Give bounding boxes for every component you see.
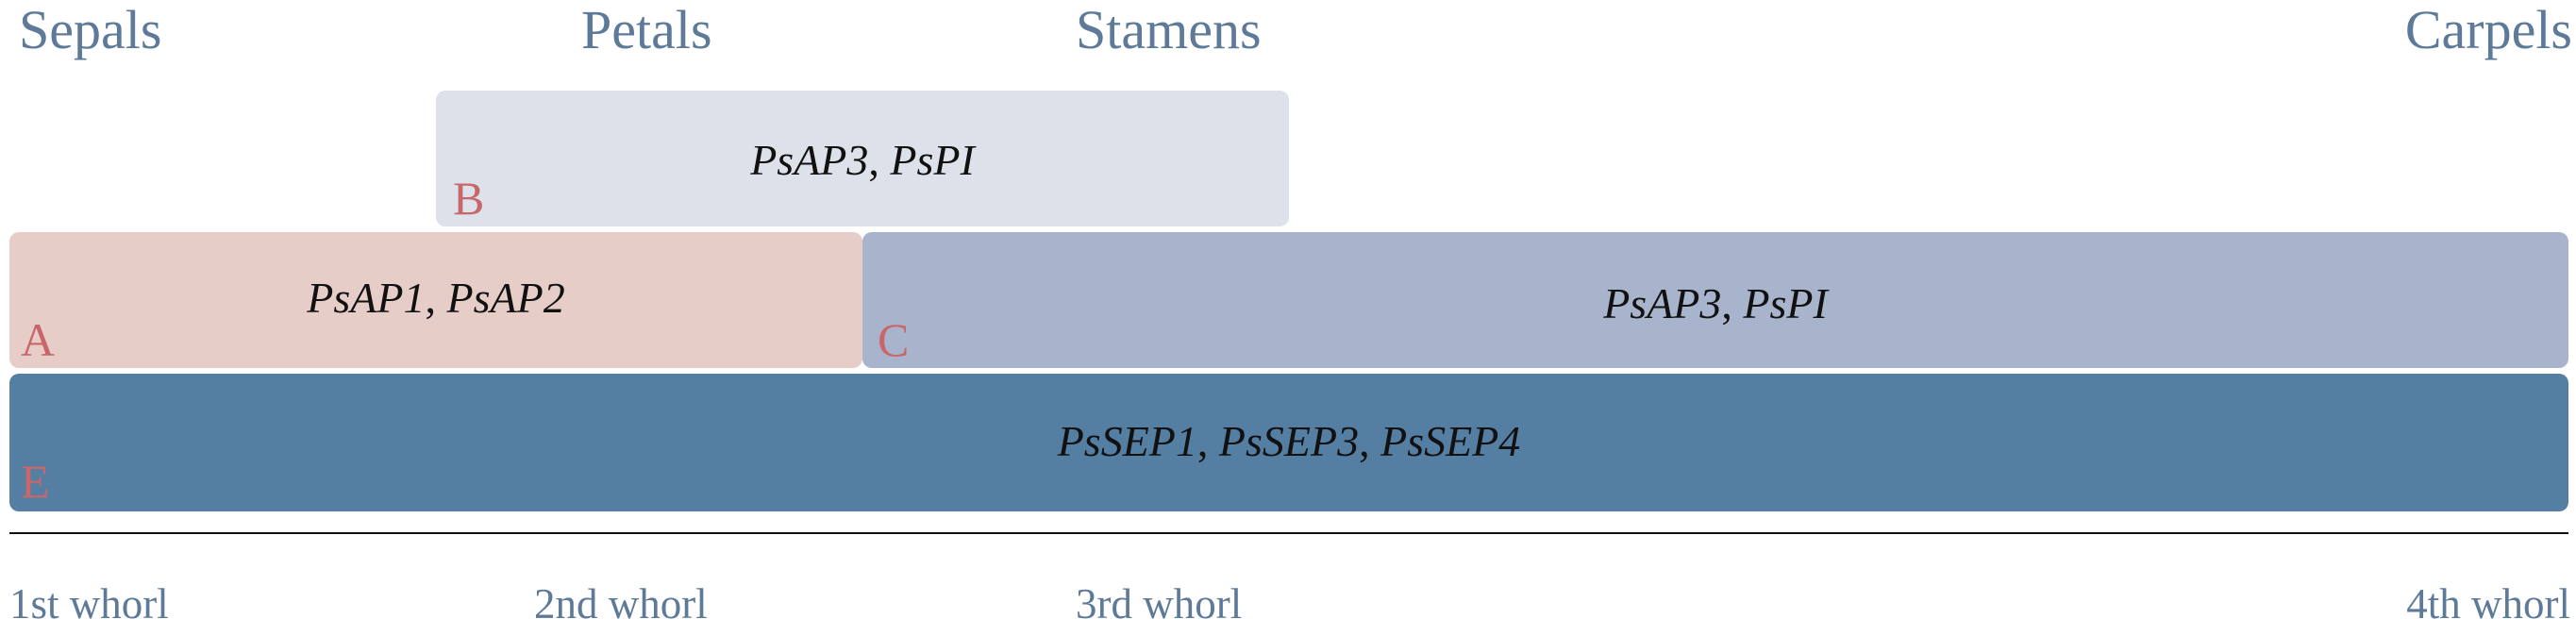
class-a-genes: PsAP1, PsAP2 (9, 272, 862, 325)
organ-label-sepals: Sepals (19, 0, 162, 60)
class-c-block: PsAP3, PsPI C (862, 232, 2568, 368)
class-e-genes: PsSEP1, PsSEP3, PsSEP4 (9, 415, 2568, 468)
gene-separator: , (425, 274, 447, 322)
whorl-label-2nd: 2nd whorl (534, 580, 708, 628)
class-b-block: PsAP3, PsPI B (436, 91, 1289, 226)
gene-name: PsAP3 (1603, 279, 1722, 327)
class-c-genes: PsAP3, PsPI (862, 277, 2568, 330)
organ-label-stamens: Stamens (1076, 0, 1262, 60)
class-b-letter: B (453, 172, 485, 225)
whorl-label-4th: 4th whorl (2406, 580, 2570, 628)
whorl-label-3rd: 3rd whorl (1076, 580, 1243, 628)
class-b-genes: PsAP3, PsPI (436, 134, 1289, 187)
gene-separator: , (1196, 417, 1219, 465)
class-c-letter: C (878, 313, 910, 366)
class-e-block: PsSEP1, PsSEP3, PsSEP4 E (9, 374, 2568, 511)
organ-label-carpels: Carpels (2404, 0, 2572, 60)
gene-name: PsAP3 (750, 136, 869, 184)
gene-name: PsAP2 (446, 274, 565, 322)
gene-name: PsSEP3 (1218, 417, 1360, 465)
gene-separator: , (1359, 417, 1381, 465)
class-e-letter: E (21, 455, 50, 508)
class-a-block: PsAP1, PsAP2 A (9, 232, 862, 368)
gene-name: PsSEP1 (1057, 417, 1197, 465)
gene-separator: , (868, 136, 891, 184)
whorl-label-1st: 1st whorl (9, 580, 169, 628)
gene-name: PsPI (1743, 279, 1828, 327)
whorl-axis-line (9, 532, 2568, 534)
gene-name: PsAP1 (307, 274, 426, 322)
class-a-letter: A (21, 313, 56, 366)
organ-label-petals: Petals (581, 0, 712, 60)
gene-name: PsPI (890, 136, 975, 184)
gene-name: PsSEP4 (1380, 417, 1521, 465)
gene-separator: , (1721, 279, 1744, 327)
